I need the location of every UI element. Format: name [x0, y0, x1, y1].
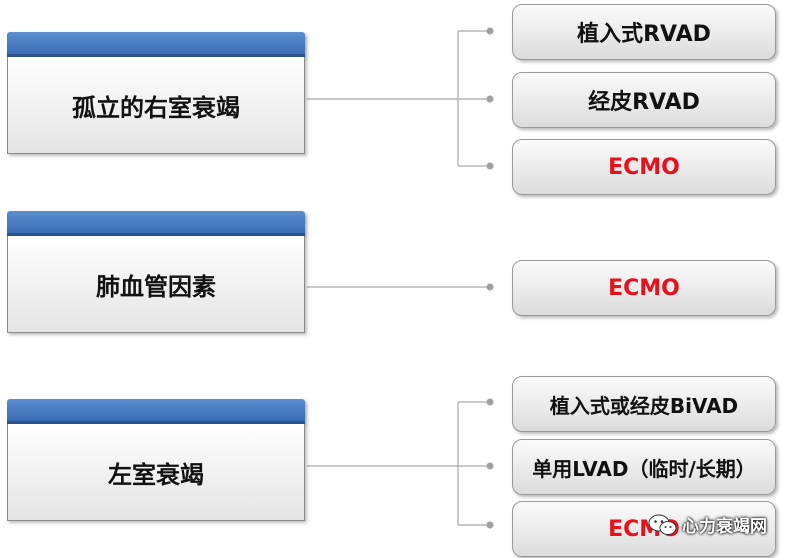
category-label: 左室衰竭: [7, 424, 305, 521]
category-pulmonary-vascular: 肺血管因素: [7, 211, 305, 333]
watermark-text: 心力衰竭网: [682, 517, 767, 537]
option-ecmo: ECMO: [512, 501, 776, 557]
wechat-icon: [648, 514, 678, 536]
option-percutaneous-rvad: 经皮RVAD: [512, 72, 776, 128]
option-ecmo: ECMO: [512, 139, 776, 195]
category-header-bar: [7, 211, 305, 236]
option-implantable-rvad: 植入式RVAD: [512, 4, 776, 60]
category-header-bar: [7, 399, 305, 424]
category-header-bar: [7, 32, 305, 57]
option-ecmo: ECMO: [512, 260, 776, 316]
category-label: 肺血管因素: [7, 236, 305, 333]
category-isolated-rv-failure: 孤立的右室衰竭: [7, 32, 305, 154]
category-label: 孤立的右室衰竭: [7, 57, 305, 154]
category-lv-failure: 左室衰竭: [7, 399, 305, 521]
option-lvad: 单用LVAD（临时/长期）: [512, 439, 776, 495]
watermark: 心力衰竭网: [648, 512, 767, 537]
option-bivad: 植入式或经皮BiVAD: [512, 376, 776, 432]
